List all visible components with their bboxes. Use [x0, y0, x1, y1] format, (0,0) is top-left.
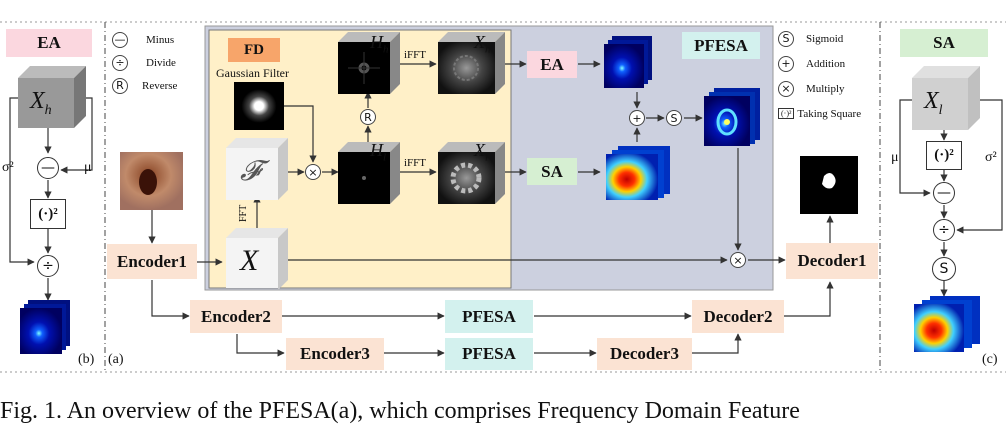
panel-c-label: (c): [982, 352, 998, 367]
panel-b-cube-label: Xh: [30, 88, 52, 119]
multiply-op-skip: ×: [730, 252, 746, 268]
legend-item: × Multiply: [778, 76, 878, 101]
fft-label: FFT: [238, 204, 249, 222]
legend-item: (·)² Taking Square: [778, 101, 878, 126]
panel-a-label: (a): [108, 352, 124, 367]
panel-c-sigma: σ²: [985, 150, 997, 165]
ea-box: EA: [527, 51, 577, 78]
panel-c-sigmoid-op: S: [932, 257, 956, 281]
output-mask: [800, 156, 858, 214]
hl-main: H: [370, 140, 383, 160]
panel-c-title: SA: [900, 29, 988, 57]
panel-b-label: (b): [78, 352, 95, 367]
panel-b-square-op: (·)²: [30, 199, 66, 229]
ifft-bottom-label: iFFT: [404, 157, 427, 169]
minus-symbol-icon: —: [112, 31, 128, 48]
panel-c-square-op: (·)²: [926, 141, 962, 170]
xl-sub: l: [485, 151, 489, 164]
figure-caption: Fig. 1. An overview of the PFESA(a), whi…: [0, 398, 800, 424]
decoder2-box: Decoder2: [692, 300, 784, 333]
panel-b-title: EA: [6, 29, 92, 57]
panel-b-cube-main: X: [30, 88, 45, 114]
legend-right: S Sigmoid + Addition × Multiply (·)² Tak…: [778, 26, 878, 126]
panel-c-heatmap: [914, 296, 980, 352]
hh-sub: h: [383, 43, 389, 56]
legend-item: S Sigmoid: [778, 26, 878, 51]
ifft-top-label: iFFT: [404, 49, 427, 61]
hh-main: H: [370, 32, 383, 52]
legend-text: Divide: [146, 56, 176, 69]
addition-op: +: [629, 110, 645, 126]
input-lesion-image: [120, 152, 183, 210]
sa-box: SA: [527, 158, 577, 185]
decoder3-box: Decoder3: [597, 338, 692, 370]
ea-heatmap: [604, 36, 652, 88]
legend-text: Taking Square: [797, 107, 862, 120]
xh-sub: h: [485, 43, 491, 56]
sigmoid-op: S: [666, 110, 682, 126]
pfesa-level3-box: PFESA: [445, 338, 533, 370]
panel-c-mu: μ: [891, 150, 899, 165]
sigmoid-symbol-icon: S: [778, 30, 794, 47]
panel-b-cube-sub: h: [44, 102, 52, 118]
xh-main: X: [474, 32, 485, 52]
xh-cube-label: Xh: [474, 32, 491, 56]
hl-cube: [338, 142, 400, 204]
pfesa-level2-box: PFESA: [445, 300, 533, 333]
hl-sub: l: [383, 151, 387, 164]
panel-b-sigma: σ²: [2, 160, 14, 175]
legend-text: Multiply: [806, 82, 845, 95]
legend-text: Sigmoid: [806, 32, 844, 45]
hl-cube-label: Hl: [370, 140, 386, 164]
panel-b-divide-op: ÷: [37, 255, 59, 277]
fused-attention-map: [704, 88, 760, 146]
legend-text: Reverse: [142, 79, 178, 92]
encoder1-box: Encoder1: [107, 244, 197, 279]
panel-b-heatmap: [20, 300, 70, 354]
panel-c-minus-op: —: [933, 182, 955, 204]
encoder2-box: Encoder2: [190, 300, 282, 333]
gaussian-filter-label: Gaussian Filter: [216, 66, 289, 80]
panel-b-mu: μ: [84, 160, 92, 175]
legend-item: — Minus: [112, 28, 202, 51]
panel-c-cube-sub: l: [938, 102, 943, 118]
decoder1-box: Decoder1: [786, 243, 878, 279]
xh-cube: [438, 32, 505, 94]
panel-b-minus-op: —: [37, 157, 59, 179]
hh-cube: [338, 32, 400, 94]
multiply-symbol-icon: ×: [778, 80, 794, 97]
pfesa-title: PFESA: [682, 32, 760, 59]
sa-heatmap: [606, 146, 670, 200]
panel-b-xh-cube: [18, 66, 86, 128]
x-cube-symbol: X: [240, 244, 259, 277]
hh-cube-label: Hh: [370, 32, 389, 56]
legend-item: ÷ Divide: [112, 51, 202, 74]
addition-symbol-icon: +: [778, 55, 794, 72]
panel-c-divide-op: ÷: [933, 219, 955, 241]
panel-c-cube-main: X: [924, 88, 939, 114]
divide-symbol-icon: ÷: [112, 54, 128, 71]
xl-cube: [438, 142, 505, 204]
legend-left: — Minus ÷ Divide R Reverse: [112, 28, 202, 97]
panel-c-xl-cube: [912, 66, 980, 130]
legend-text: Addition: [806, 57, 846, 70]
fourier-cube: [226, 138, 288, 200]
gaussian-filter-image: [234, 82, 284, 130]
legend-item: + Addition: [778, 51, 878, 76]
fd-title: FD: [228, 38, 280, 62]
encoder3-box: Encoder3: [286, 338, 384, 370]
fourier-symbol: 𝓕: [240, 156, 261, 187]
reverse-op: R: [360, 109, 376, 125]
multiply-op-fd: ×: [305, 164, 321, 180]
reverse-symbol-icon: R: [112, 77, 128, 94]
legend-text: Minus: [146, 33, 175, 46]
xl-main: X: [474, 140, 485, 160]
x-input-cube: [226, 228, 288, 290]
legend-item: R Reverse: [112, 74, 202, 97]
xl-cube-label: Xl: [474, 140, 488, 164]
panel-c-cube-label: Xl: [924, 88, 943, 119]
square-symbol-icon: (·)²: [778, 108, 795, 119]
